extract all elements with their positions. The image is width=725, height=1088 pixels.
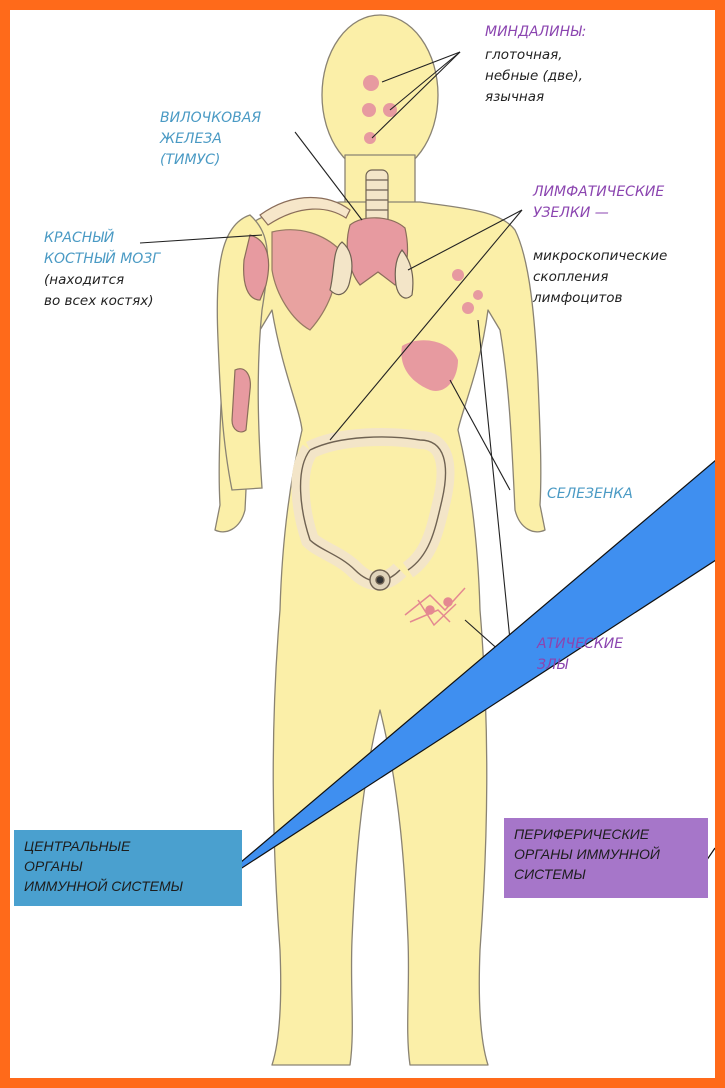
thymus-label: ВИЛОЧКОВАЯ ЖЕЛЕЗА (ТИМУС) [160, 108, 261, 171]
trachea [366, 170, 388, 225]
diagram-frame: МИНДАЛИНЫ: глоточная, небные (две), языч… [10, 10, 715, 1078]
lymph-nodes-label: АТИЧЕСКИЕ ЗЛЫ [537, 634, 623, 676]
immune-system-illustration [10, 10, 715, 1078]
spleen-label: СЕЛЕЗЕНКА [547, 484, 633, 505]
tonsils-types: глоточная, небные (две), язычная [485, 45, 583, 108]
lymph-nodules-label: ЛИМФАТИЧЕСКИЕ УЗЕЛКИ — [533, 182, 664, 224]
bone-marrow-note: (находится во всех костях) [44, 270, 154, 312]
lymph-nodules-description: микроскопические скопления лимфоцитов [533, 246, 667, 309]
tonsils-title: МИНДАЛИНЫ: [485, 22, 586, 43]
peripheral-organs-box: ПЕРИФЕРИЧЕСКИЕ ОРГАНЫ ИММУННОЙ СИСТЕМЫ [504, 818, 708, 898]
bone-marrow-label: КРАСНЫЙ КОСТНЫЙ МОЗГ [44, 228, 160, 270]
central-organs-box: ЦЕНТРАЛЬНЫЕ ОРГАНЫ ИММУННОЙ СИСТЕМЫ [14, 830, 242, 906]
